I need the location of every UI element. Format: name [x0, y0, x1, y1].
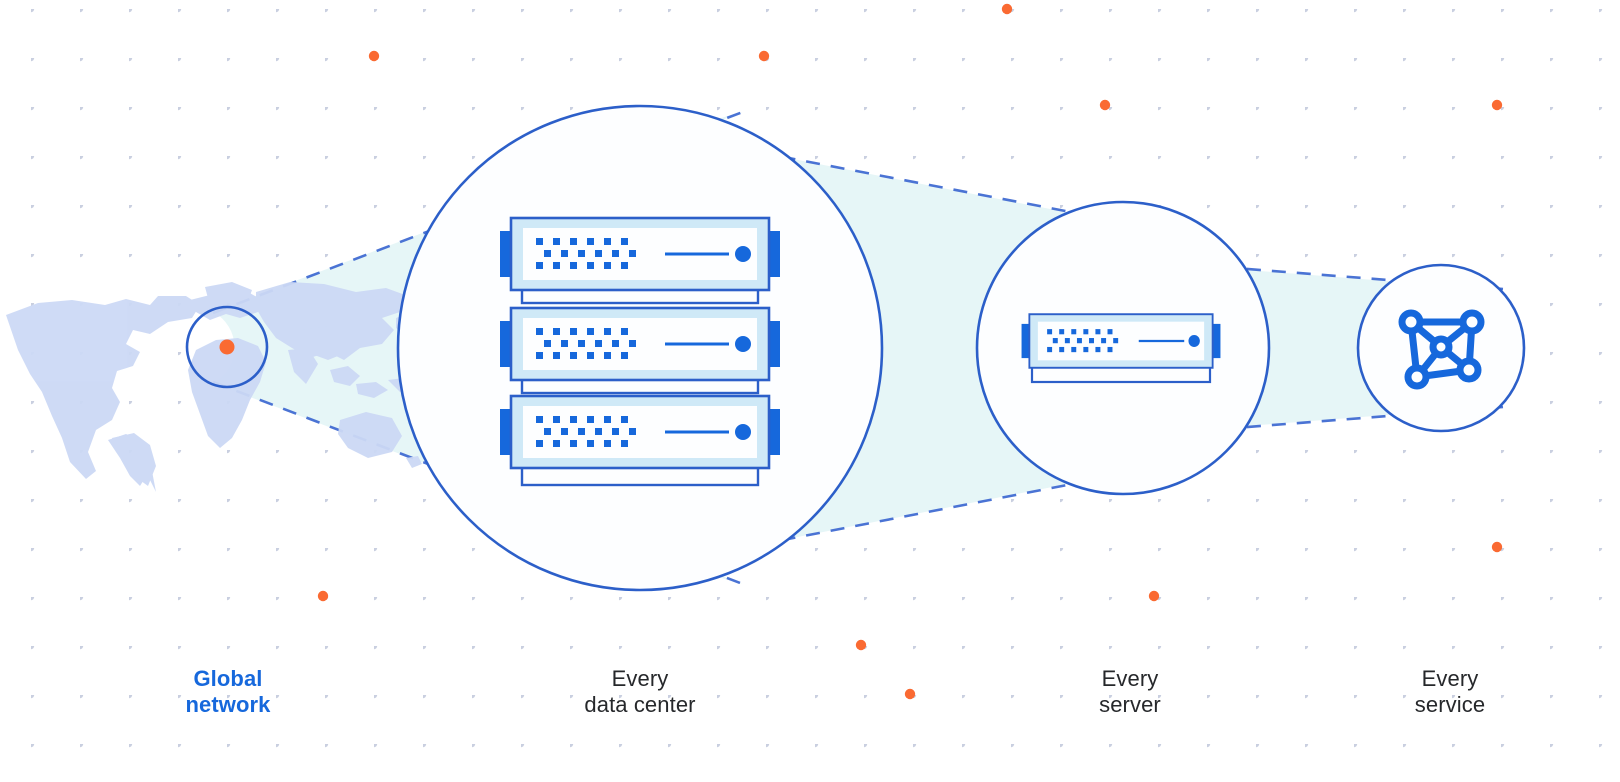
accent-dot	[1491, 541, 1503, 553]
stage-label-global-network: Global network	[185, 666, 271, 717]
world-map-icon	[6, 282, 434, 492]
map-highlight-circle	[185, 305, 269, 389]
mesh-node-center	[1429, 335, 1453, 359]
network-mesh-nodes	[1398, 309, 1485, 390]
data-center-node	[396, 104, 884, 592]
stage-label-service: Every service	[1414, 666, 1486, 717]
accent-dot	[1148, 590, 1160, 602]
mesh-node-bottom-right	[1456, 357, 1482, 383]
accent-dot	[904, 688, 916, 700]
accent-dot	[758, 50, 770, 62]
server-unit-single	[1020, 313, 1222, 369]
accent-dot	[317, 590, 329, 602]
accent-dot	[368, 50, 380, 62]
stage-label-data-center: Every data center	[584, 666, 696, 717]
map-location-pin	[219, 339, 235, 355]
mesh-node-bottom-left	[1404, 364, 1430, 390]
accent-dot	[1491, 99, 1503, 111]
single-server-icon	[1020, 313, 1222, 384]
mesh-node-top-right	[1459, 309, 1485, 335]
server-unit-3	[498, 394, 782, 470]
server-unit-2	[498, 306, 782, 382]
accent-dot	[855, 639, 867, 651]
server-rack-icon	[498, 216, 782, 487]
stage-label-server: Every server	[1099, 666, 1161, 717]
mesh-node-top-left	[1398, 309, 1424, 335]
accent-dot-group	[317, 3, 1503, 700]
service-node	[1356, 263, 1526, 433]
server-unit-1	[498, 216, 782, 292]
accent-dot	[1001, 3, 1013, 15]
accent-dot	[1099, 99, 1111, 111]
server-node	[975, 200, 1271, 496]
